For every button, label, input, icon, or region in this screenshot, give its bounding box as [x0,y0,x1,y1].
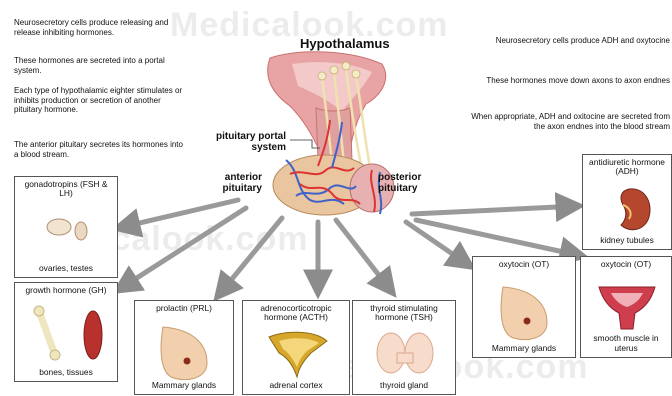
posterior-pituitary-label: posterior pituitary [378,172,448,194]
left-note-1: Neurosecretory cells produce releasing a… [14,18,184,37]
prolactin-target: Mammary glands [137,381,231,390]
oxytocin-uterus-box: oxytocin (OT) smooth muscle in uterus [580,256,672,358]
left-note-3: Each type of hypothalamic eighter stimul… [14,86,184,115]
acth-title: adrenocorticotropic hormone (ACTH) [245,304,347,323]
pituitary-portal-system-label: pituitary portal system [210,131,286,153]
right-note-2: These hormones move down axons to axon e… [470,76,670,86]
left-note-2: These hormones are secreted into a porta… [14,56,184,75]
prolactin-box: prolactin (PRL) Mammary glands [134,300,234,395]
tsh-target: thyroid gland [355,381,453,390]
acth-target: adrenal cortex [245,381,347,390]
acth-box: adrenocorticotropic hormone (ACTH) adren… [242,300,350,395]
adh-box: antidiuretic hormone (ADH) kidney tubule… [582,154,672,250]
oxytocin-mammary-box: oxytocin (OT) Mammary glands [472,256,576,358]
right-note-3: When appropriate, ADH and oxitocine are … [470,112,670,131]
right-note-1: Neurosecretory cells produce ADH and oxy… [470,36,670,46]
left-note-4: The anterior pituitary secretes its horm… [14,140,184,159]
tsh-box: thyroid stimulating hormone (TSH) thyroi… [352,300,456,395]
oxytocin-uterus-title: oxytocin (OT) [583,260,669,269]
adh-target: kidney tubules [585,236,669,245]
oxytocin-mammary-title: oxytocin (OT) [475,260,573,269]
adh-title: antidiuretic hormone (ADH) [585,158,669,177]
anterior-pituitary-label: anterior pituitary [198,172,262,194]
gonadotropins-box: gonadotropins (FSH & LH) ovaries, testes [14,176,118,278]
pituitary-stalk [316,108,352,160]
hypothalamus-title: Hypothalamus [300,36,390,51]
oxytocin-uterus-target: smooth muscle in uterus [583,334,669,353]
prolactin-title: prolactin (PRL) [137,304,231,313]
gonadotropins-target: ovaries, testes [17,264,115,273]
growth-hormone-box: growth hormone (GH) bones, tissues [14,282,118,382]
tsh-title: thyroid stimulating hormone (TSH) [355,304,453,323]
gonadotropins-title: gonadotropins (FSH & LH) [17,180,115,199]
oxytocin-mammary-target: Mammary glands [475,344,573,353]
growth-hormone-target: bones, tissues [17,368,115,377]
growth-hormone-title: growth hormone (GH) [17,286,115,295]
